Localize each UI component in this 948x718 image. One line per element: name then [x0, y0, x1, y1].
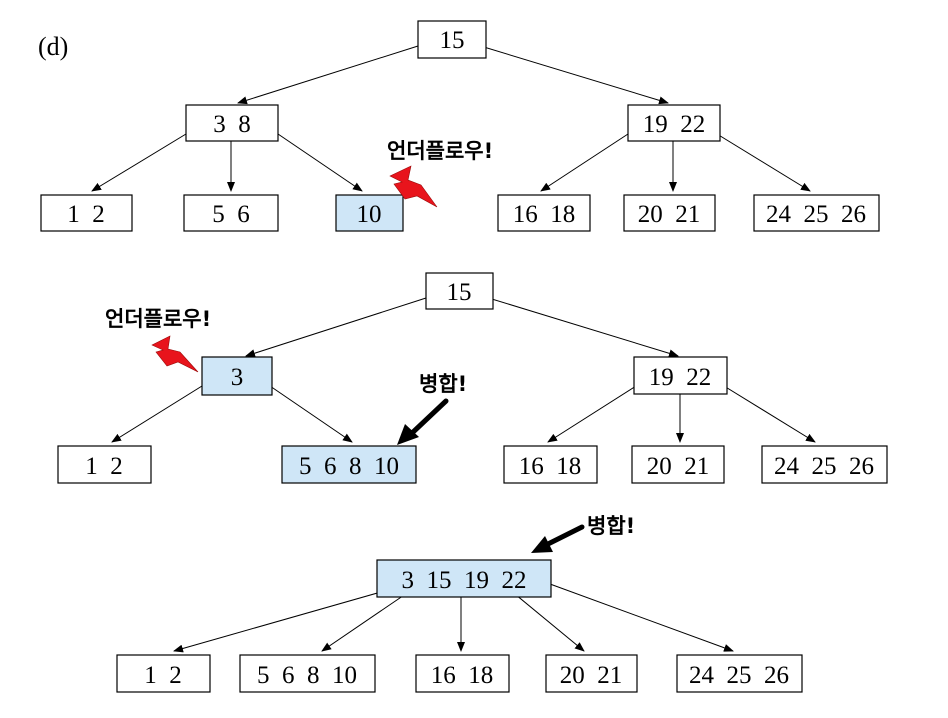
edge	[549, 583, 734, 652]
merge-note: 병합!	[587, 514, 635, 538]
leaf-node	[183, 194, 279, 232]
edge	[547, 385, 637, 443]
internal-node	[627, 104, 721, 142]
leaf-node	[503, 445, 598, 484]
edge	[321, 586, 417, 652]
leaf-node-keys: 1 2	[144, 662, 182, 689]
edge	[269, 385, 353, 443]
merge-note: 병합!	[419, 372, 467, 396]
underflow-note: 언더플로우!	[387, 139, 493, 163]
root-node-keys: 15	[440, 27, 465, 54]
edge	[723, 385, 816, 443]
internal-node-keys: 3	[231, 364, 244, 391]
root-node-keys: 15	[447, 279, 472, 306]
internal-node	[185, 104, 279, 142]
leaf-node-keys: 20 21	[638, 201, 701, 228]
merge-arrow-head	[397, 424, 419, 445]
leaf-node	[239, 654, 376, 693]
leaf-node-keys: 24 25 26	[774, 453, 874, 480]
internal-node-keys: 19 22	[643, 111, 706, 138]
panel-label: (d)	[38, 32, 68, 61]
leaf-node-keys: 16 18	[519, 453, 582, 480]
leaf-node-keys: 20 21	[560, 662, 623, 689]
edge	[91, 133, 187, 192]
tree-2: 15 3 19 22 1 2 5 6 8 10 16 18 20 21 24 2…	[57, 272, 888, 484]
leaf-node-keys: 5 6 8 10	[299, 453, 399, 480]
edge	[111, 385, 203, 443]
leaf-node-keys: 10	[357, 201, 382, 228]
leaf-node	[676, 654, 803, 693]
leaf-node-keys: 5 6 8 10	[257, 662, 357, 689]
root-node	[417, 20, 487, 59]
root-node-merged	[376, 559, 552, 598]
leaf-node-keys: 16 18	[513, 201, 576, 228]
merge-arrow	[408, 398, 449, 437]
lightning-bolt-icon	[389, 165, 438, 208]
edge	[716, 133, 811, 192]
edge	[473, 43, 669, 105]
edge	[173, 585, 403, 653]
leaf-node-keys: 16 18	[431, 662, 494, 689]
leaf-node-merged	[281, 445, 417, 484]
leaf-node-underflow	[335, 194, 404, 232]
underflow-note: 언더플로우!	[105, 307, 211, 331]
leaf-node	[753, 194, 880, 232]
edge	[540, 133, 629, 192]
lightning-bolt-icon	[151, 335, 199, 373]
tree-1: 15 3 8 19 22 1 2 5 6 10 16 18 20 21 24 2…	[40, 20, 880, 232]
leaf-node	[761, 445, 888, 484]
edge	[481, 295, 679, 358]
internal-node-keys: 3 8	[213, 111, 251, 138]
merge-arrow	[543, 524, 585, 548]
leaf-node	[623, 194, 716, 232]
leaf-node	[40, 194, 133, 232]
leaf-node	[497, 194, 591, 232]
internal-node-underflow	[201, 356, 273, 396]
merge-arrow-head	[531, 536, 553, 553]
leaf-node-keys: 24 25 26	[689, 662, 789, 689]
leaf-node	[545, 654, 638, 693]
edge	[237, 45, 419, 105]
leaf-node-keys: 1 2	[85, 453, 123, 480]
leaf-node	[57, 445, 152, 484]
internal-node-keys: 19 22	[649, 364, 712, 391]
leaf-node	[631, 445, 725, 484]
internal-node	[633, 356, 728, 395]
leaf-node	[415, 654, 510, 693]
leaf-node-keys: 24 25 26	[766, 201, 866, 228]
leaf-node	[116, 654, 211, 693]
root-node	[425, 272, 494, 310]
edge	[277, 133, 363, 192]
leaf-node-keys: 1 2	[67, 201, 105, 228]
leaf-node-keys: 5 6	[212, 201, 250, 228]
leaf-node-keys: 20 21	[647, 453, 710, 480]
edge	[245, 297, 427, 358]
root-node-keys: 3 15 19 22	[402, 567, 527, 594]
tree-3: 3 15 19 22 1 2 5 6 8 10 16 18 20 21 24 2…	[116, 514, 803, 693]
